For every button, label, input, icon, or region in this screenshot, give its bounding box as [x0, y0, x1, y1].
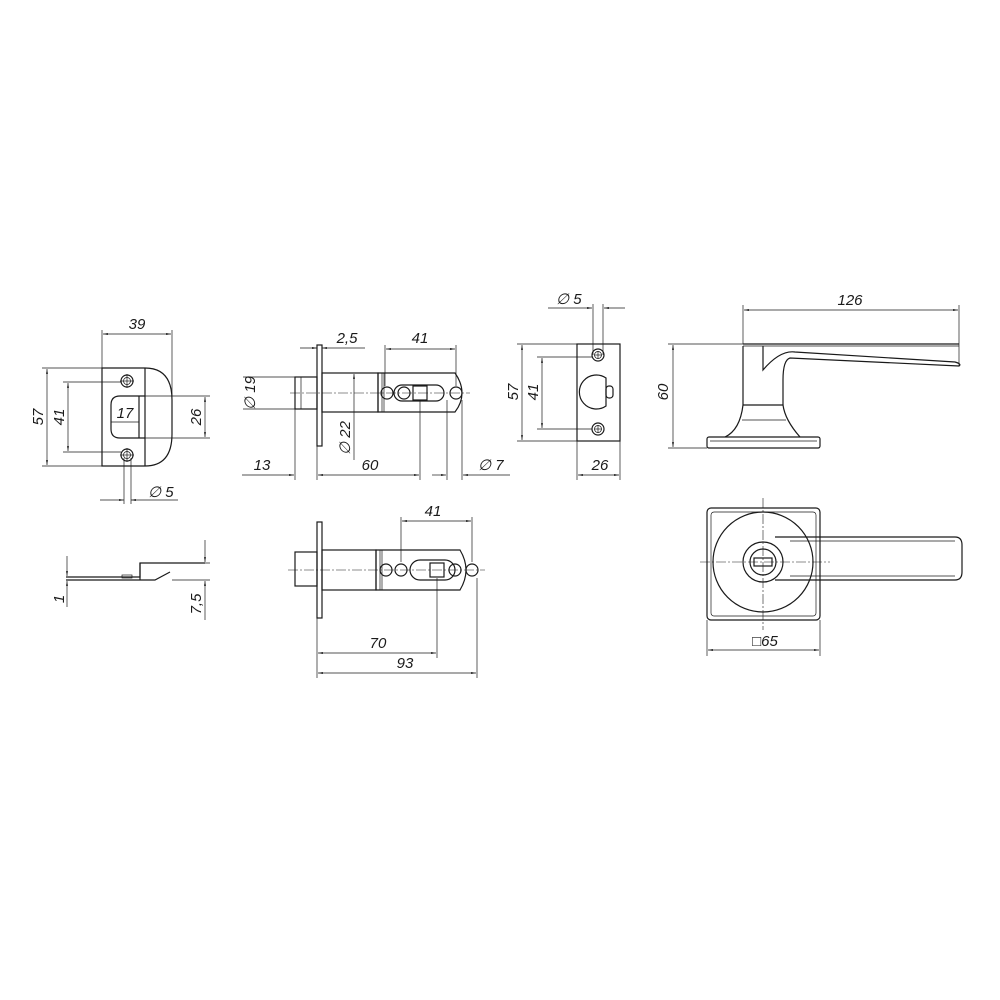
dim-handle-height: 60 [655, 383, 672, 400]
dim-square-height: 57 [505, 383, 522, 400]
dim-length: 93 [397, 655, 414, 672]
screw-hole-icon [591, 348, 605, 362]
dim-hole-diameter-7: ∅ 7 [478, 457, 504, 474]
dim-tube-diameter: ∅ 22 [337, 420, 354, 455]
dim-thickness: 1 [51, 595, 68, 603]
strike-plate-side-view: 1 7,5 [51, 540, 210, 620]
dim-opening-height: 26 [188, 408, 205, 426]
dim-bolt-projection: 13 [254, 457, 271, 474]
latch-extended-view: 41 70 93 [288, 503, 485, 678]
dim-depth: 7,5 [188, 593, 205, 615]
dim-extended-backset: 70 [370, 635, 387, 652]
latch-side-view: 2,5 41 ∅ 19 ∅ 22 13 60 ∅ 7 [242, 330, 510, 480]
dim-opening-width: 17 [117, 405, 134, 422]
screw-hole-icon [591, 422, 605, 436]
strike-square-view: ∅ 5 57 41 26 [505, 291, 625, 480]
dim-backset: 60 [362, 457, 379, 474]
dim-rose-size: □65 [752, 633, 778, 650]
dim-faceplate: 2,5 [336, 330, 359, 347]
dim-width: 39 [129, 316, 146, 333]
screw-hole-icon [120, 448, 134, 462]
dim-square-width: 26 [591, 457, 609, 474]
dim-handle-length: 126 [837, 292, 863, 309]
dim-extended-hole-spacing: 41 [425, 503, 442, 520]
dim-hole-diameter: ∅ 5 [148, 484, 174, 501]
dim-square-hole-diameter: ∅ 5 [556, 291, 582, 308]
dim-bolt-diameter: ∅ 19 [242, 375, 259, 410]
handle-front-view: □65 [700, 498, 963, 656]
dim-square-hole-spacing: 41 [525, 384, 542, 401]
handle-side-view: 126 60 [655, 292, 961, 449]
dim-latch-hole-spacing: 41 [412, 330, 429, 347]
dim-height: 57 [30, 408, 47, 425]
screw-hole-icon [120, 374, 134, 388]
dim-hole-spacing: 41 [51, 409, 68, 426]
strike-plate-front-view: 39 57 41 17 26 ∅ 5 [30, 316, 210, 504]
